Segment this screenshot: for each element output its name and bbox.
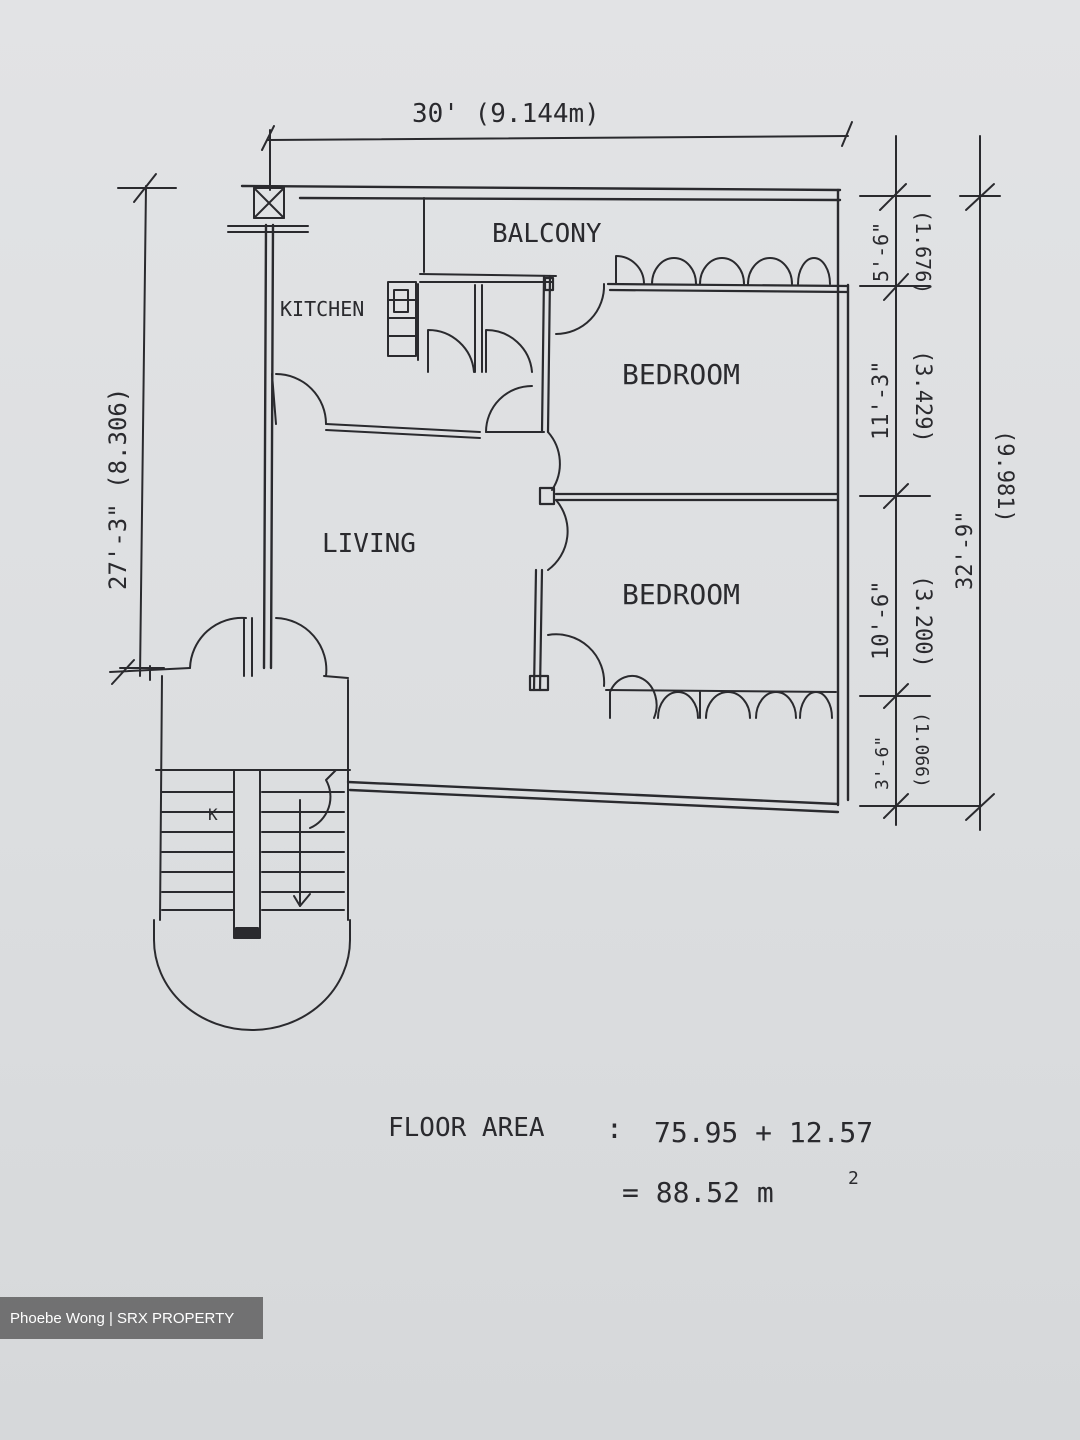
dim-left (111, 173, 177, 685)
floor-area-result: = 88.52 m (622, 1176, 774, 1209)
floor-area-sep: : (606, 1112, 623, 1145)
dim-balcony-depth: 5'-6" (869, 222, 893, 282)
dim-bedroom-bottom-depth: 10'-6" (869, 581, 894, 660)
stair-mark: K (208, 805, 218, 824)
balcony-kitchen-partitions (387, 197, 557, 373)
bedroom-top-wall (606, 282, 850, 294)
dim-total-depth: 32'-9" (953, 511, 978, 590)
dim-overall-depth: 27'-3" (8.306) (104, 388, 132, 590)
dim-bottom-strip-depth: 3'-6" (872, 736, 893, 790)
duct-box (227, 187, 309, 233)
bedroom-door-arcs (547, 283, 606, 687)
bedroom-wardrobe-doors (605, 674, 837, 719)
label-bedroom-top: BEDROOM (622, 358, 740, 391)
entrance-doors (109, 616, 349, 681)
kitchen-door-arcs (427, 328, 533, 373)
dim-top (261, 121, 853, 191)
bedroom-left-wall (528, 274, 556, 692)
dim-overall-width: 30' (9.144m) (412, 99, 600, 129)
balcony-wardrobe-doors (615, 255, 831, 285)
floor-area-expression: 75.95 + 12.57 (654, 1116, 873, 1149)
floor-area-label: FLOOR AREA (388, 1113, 545, 1143)
watermark: Phoebe Wong | SRX PROPERTY (0, 1297, 263, 1339)
label-balcony: BALCONY (492, 219, 602, 249)
label-kitchen: KITCHEN (280, 297, 364, 321)
kitchen-living-wall (271, 373, 545, 439)
dim-bedroom-top-depth-m: (3.429) (910, 350, 935, 443)
floor-area-unit-sup: 2 (848, 1168, 859, 1189)
bedroom-divider (554, 492, 840, 502)
dim-right (859, 135, 1001, 831)
dim-balcony-depth-m: (1.676) (911, 210, 935, 294)
label-bedroom-bottom: BEDROOM (622, 578, 740, 611)
label-living: LIVING (322, 529, 416, 559)
dim-bedroom-bottom-depth-m: (3.200) (910, 575, 935, 668)
dim-bedroom-top-depth: 11'-3" (869, 361, 894, 440)
stair-block (153, 675, 351, 1031)
dim-bottom-strip-depth-m: (1.066) (911, 712, 932, 788)
dim-total-depth-m: (9.981) (992, 430, 1017, 523)
